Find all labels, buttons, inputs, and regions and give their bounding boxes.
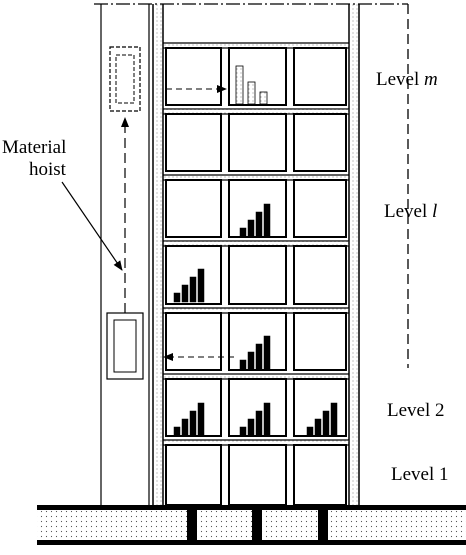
floor-slab-fill bbox=[163, 109, 349, 114]
floor-slab-fill bbox=[163, 175, 349, 180]
material-bar bbox=[239, 227, 247, 238]
room-cell bbox=[293, 179, 347, 238]
room-cell bbox=[165, 179, 222, 238]
hoist-label-line1: Material bbox=[2, 137, 67, 158]
floor-slab-fill bbox=[163, 374, 349, 379]
room-cell bbox=[293, 444, 347, 506]
room-cell bbox=[165, 444, 222, 506]
hoist-label-pointer bbox=[61, 181, 123, 271]
material-bar bbox=[255, 211, 263, 238]
floor-slab-fill bbox=[163, 43, 349, 48]
level-m-text: Level bbox=[376, 69, 425, 90]
building-left-column bbox=[152, 4, 164, 505]
room-cell bbox=[293, 312, 347, 371]
material-bar bbox=[255, 410, 263, 437]
material-bar-delivered bbox=[247, 81, 256, 105]
material-bar bbox=[197, 402, 205, 437]
room-cell bbox=[293, 245, 347, 305]
building-right-column bbox=[348, 4, 360, 505]
room-cell bbox=[293, 47, 347, 106]
room-cell bbox=[228, 113, 287, 172]
ground-slab bbox=[37, 505, 466, 545]
room-cell bbox=[165, 312, 222, 371]
material-bar-delivered bbox=[235, 65, 244, 105]
material-bar bbox=[330, 402, 338, 437]
level-l-text: Level bbox=[384, 201, 433, 222]
material-stacks bbox=[173, 65, 338, 437]
material-bar bbox=[263, 203, 271, 238]
material-bar bbox=[189, 410, 197, 437]
material-bar bbox=[322, 410, 330, 437]
material-bar bbox=[181, 284, 189, 303]
hoist-cage-top bbox=[109, 46, 141, 112]
room-cell bbox=[228, 312, 287, 371]
level-l-var: l bbox=[432, 201, 438, 222]
hoist-label: Material hoist bbox=[2, 137, 66, 181]
level-1-text: Level 1 bbox=[391, 464, 449, 485]
material-bar bbox=[189, 276, 197, 303]
level-m-label: Level m bbox=[376, 70, 438, 89]
material-bar-delivered bbox=[259, 91, 268, 105]
room-cell bbox=[165, 113, 222, 172]
room-cell bbox=[165, 47, 222, 106]
room-cell bbox=[228, 444, 287, 506]
material-bar bbox=[247, 418, 255, 437]
floor-slab-fill bbox=[163, 241, 349, 246]
material-bar bbox=[314, 418, 322, 437]
level-1-label: Level 1 bbox=[391, 465, 449, 484]
building-grid bbox=[163, 42, 349, 506]
material-bar bbox=[255, 343, 263, 370]
level-2-label: Level 2 bbox=[387, 401, 445, 420]
floor-slab-fill bbox=[163, 440, 349, 445]
material-bar bbox=[306, 426, 314, 437]
level-2-text: Level 2 bbox=[387, 400, 445, 421]
room-cell bbox=[165, 245, 222, 305]
material-bar bbox=[247, 219, 255, 238]
material-bar bbox=[173, 292, 181, 303]
material-bar bbox=[181, 418, 189, 437]
material-bar bbox=[173, 426, 181, 437]
level-l-label: Level l bbox=[384, 202, 437, 221]
material-bar bbox=[239, 426, 247, 437]
material-bar bbox=[263, 335, 271, 370]
material-bar bbox=[263, 402, 271, 437]
material-bar bbox=[239, 359, 247, 370]
material-bar bbox=[247, 351, 255, 370]
hoist-cage-bottom bbox=[106, 312, 144, 380]
room-cell bbox=[228, 245, 287, 305]
room-cell bbox=[293, 113, 347, 172]
material-bar bbox=[197, 268, 205, 303]
level-m-var: m bbox=[424, 69, 438, 90]
floor-slab-fill bbox=[163, 308, 349, 313]
hoist-label-line2: hoist bbox=[29, 159, 66, 180]
room-cell bbox=[228, 47, 287, 106]
